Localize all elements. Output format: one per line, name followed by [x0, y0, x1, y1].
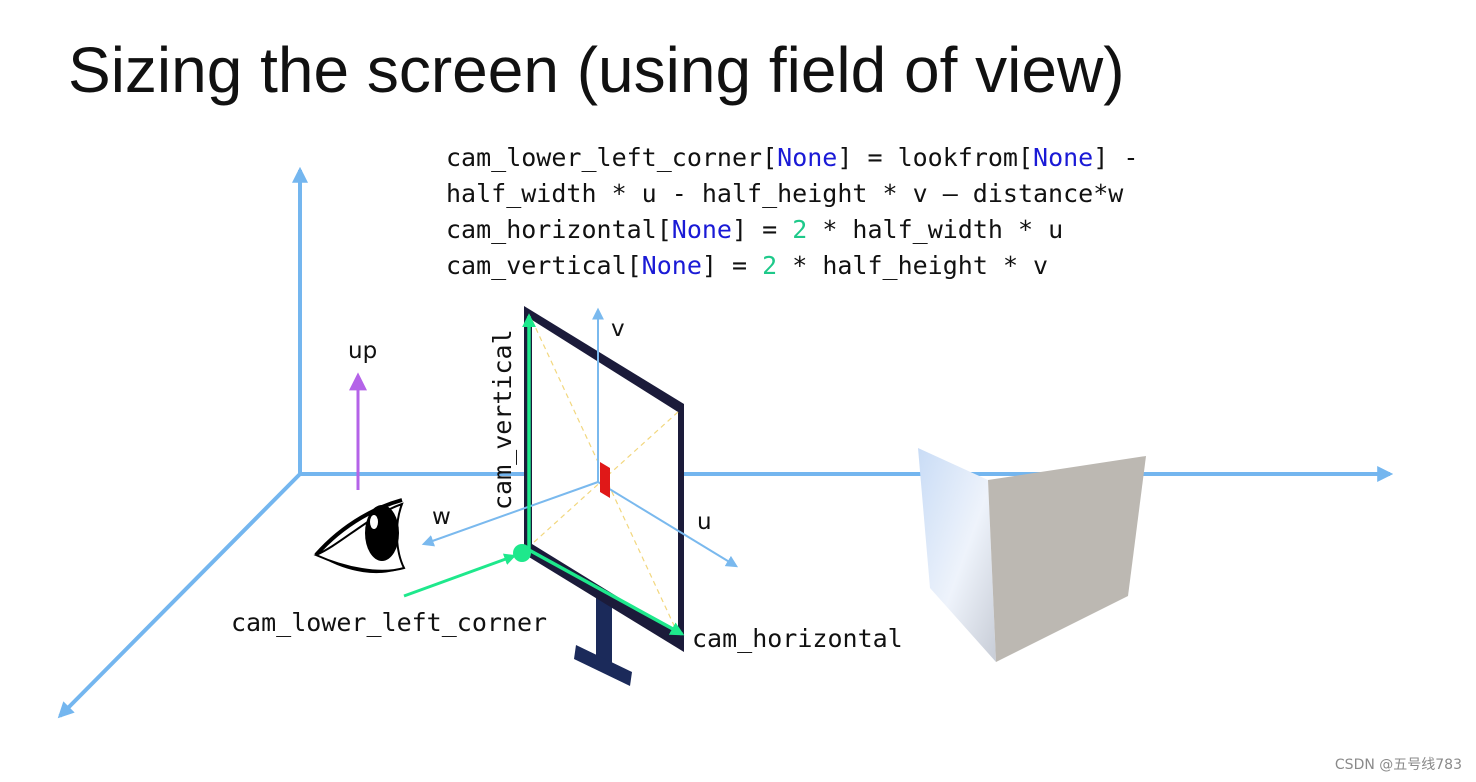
code-line-4: cam_vertical[None] = 2 * half_height * v: [446, 251, 1049, 280]
eye-icon: [313, 498, 406, 574]
cube-object: [918, 448, 1146, 662]
code-block: cam_lower_left_corner[None] = lookfrom[N…: [446, 140, 1138, 284]
code-line-2: half_width * u - half_height * v – dista…: [446, 179, 1124, 208]
code-line-3: cam_horizontal[None] = 2 * half_width * …: [446, 215, 1064, 244]
cam-lower-left-corner-label: cam_lower_left_corner: [231, 608, 548, 637]
u-label: u: [697, 509, 712, 535]
monitor-stand: [574, 592, 632, 686]
w-label: w: [432, 504, 451, 530]
world-z-axis: [57, 472, 302, 719]
w-axis-arrow: [421, 481, 599, 547]
slide-title: Sizing the screen (using field of view): [68, 34, 1125, 106]
cam-vertical-label: cam_vertical: [488, 329, 517, 510]
lower-left-corner-pointer: [403, 553, 517, 598]
up-label: up: [348, 338, 378, 364]
watermark: CSDN @五号线783: [1334, 757, 1462, 773]
code-line-1: cam_lower_left_corner[None] = lookfrom[N…: [446, 143, 1139, 172]
screen-vectors: [403, 313, 685, 636]
cam-horizontal-label: cam_horizontal: [692, 624, 903, 653]
lower-left-corner-dot: [513, 544, 531, 562]
v-label: v: [611, 316, 625, 342]
world-axes: [57, 166, 1394, 719]
camera-axes: [421, 307, 739, 568]
u-axis-arrow: [597, 481, 739, 568]
pixel-marker: [600, 462, 610, 498]
cam-horizontal-vector: [528, 548, 685, 636]
